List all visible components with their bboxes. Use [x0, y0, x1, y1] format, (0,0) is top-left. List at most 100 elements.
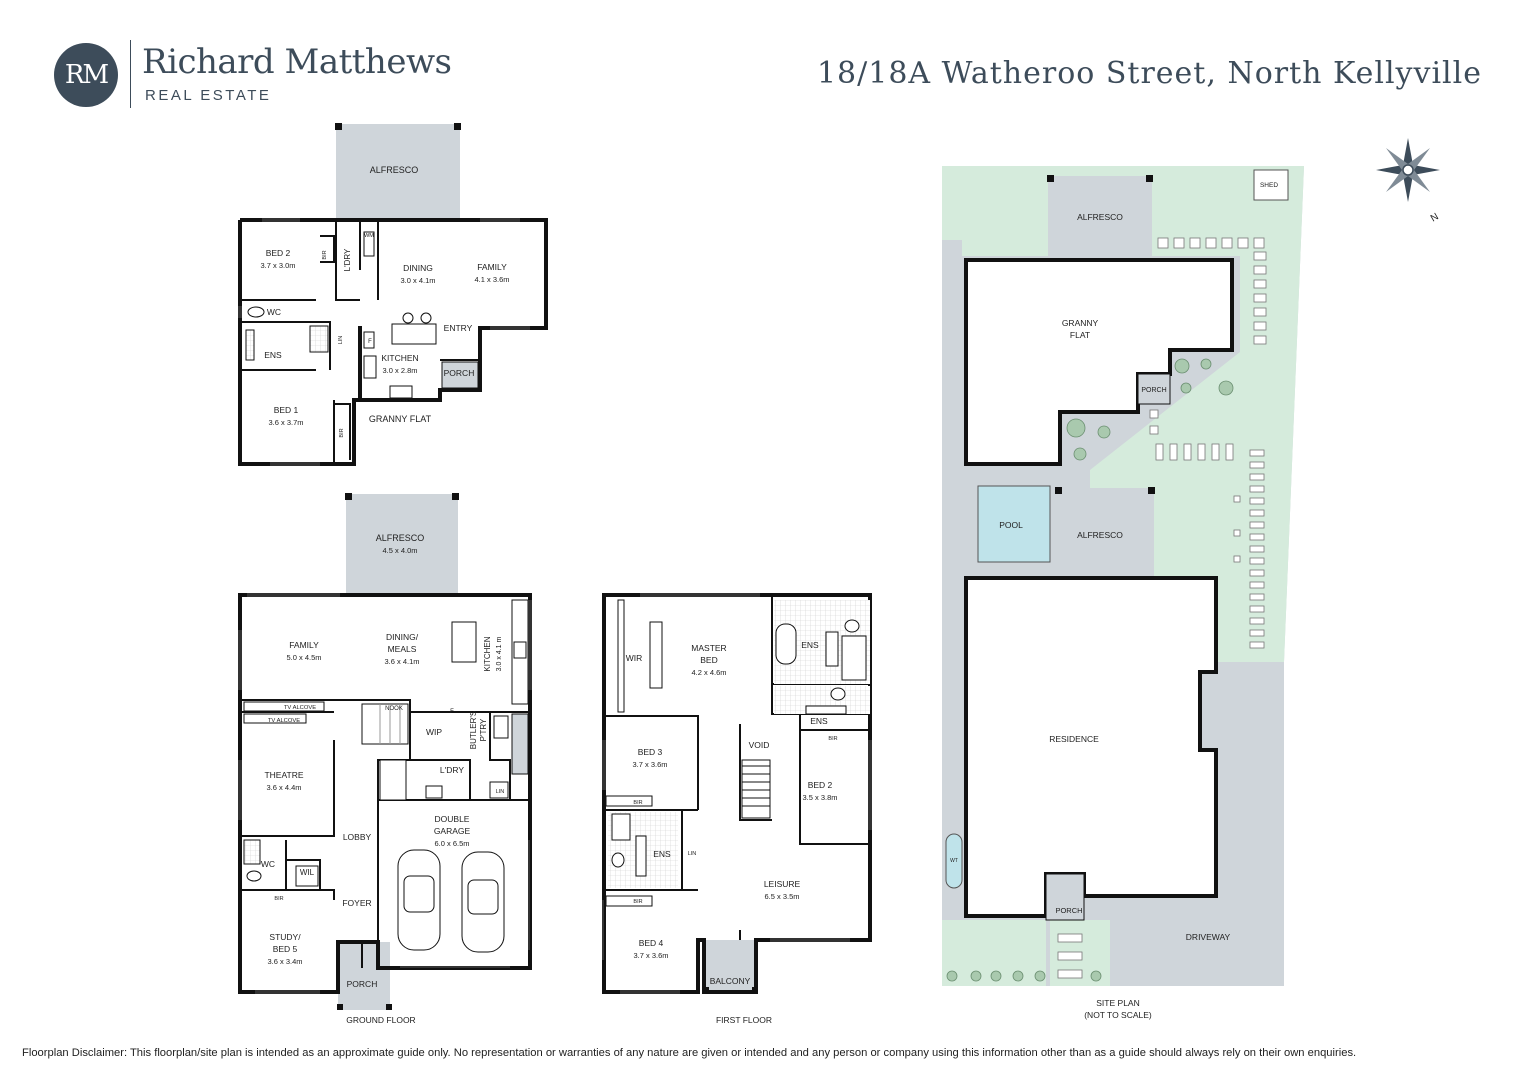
- site-residence-label: RESIDENCE: [1049, 734, 1099, 744]
- gf-windows: [238, 218, 530, 466]
- gf-entry-label: ENTRY: [444, 323, 473, 333]
- gf-caption: GRANNY FLAT: [369, 414, 432, 424]
- gf-ens-label: ENS: [264, 350, 282, 360]
- f-balcony-label: BALCONY: [710, 976, 751, 986]
- gf-bir-label: BIR: [322, 250, 328, 259]
- f-walls: [602, 593, 872, 994]
- f-ens3-label: ENS: [653, 849, 671, 859]
- compass-icon: [1376, 138, 1440, 202]
- f-windows: [602, 593, 872, 994]
- gf-lin-label: LIN: [338, 336, 344, 345]
- site-porch-label: PORCH: [1141, 387, 1166, 394]
- g-porch-area: [338, 942, 390, 1010]
- gf-family-label: FAMILY: [477, 262, 507, 272]
- f-bir3-label: BIR: [633, 899, 642, 905]
- gf-bed1-label: BED 1: [274, 405, 299, 415]
- g-ldry-label: L'DRY: [440, 765, 464, 775]
- f-master-label-2: BED: [700, 655, 717, 665]
- f-lin-label: LIN: [688, 851, 697, 857]
- gf-ldry-label: L'DRY: [343, 248, 352, 271]
- g-fixtures: [243, 599, 529, 953]
- f-bed3-label: BED 3: [638, 747, 663, 757]
- g-wc-label: WC: [261, 859, 275, 869]
- g-fridge-label: F: [450, 709, 454, 715]
- site-porch2-label: PORCH: [1055, 906, 1082, 915]
- g-ptry-label: P'TRY: [479, 718, 488, 741]
- g-tv-alcove-2: TV ALCOVE: [268, 718, 300, 724]
- gf-kitchen-label: KITCHEN: [381, 353, 418, 363]
- f-leisure-size: 6.5 x 3.5m: [764, 892, 799, 901]
- site-alfresco: [1056, 488, 1154, 576]
- site-water-tank: [945, 833, 963, 889]
- site-alfresco-top: [1048, 176, 1152, 256]
- g-nook-label: NOOK: [385, 706, 403, 712]
- gf-kitchen-size: 3.0 x 2.8m: [382, 366, 417, 375]
- granny-flat-plan: ALFRESCO: [238, 123, 548, 466]
- g-study-size: 3.6 x 3.4m: [267, 957, 302, 966]
- gf-fridge-label: F: [368, 339, 372, 345]
- g-garage-label-2: GARAGE: [434, 826, 471, 836]
- f-balcony-area: [704, 940, 756, 992]
- g-family-size: 5.0 x 4.5m: [286, 653, 321, 662]
- gf-dining-label: DINING: [403, 263, 433, 273]
- floorplan-disclaimer: Floorplan Disclaimer: This floorplan/sit…: [22, 1047, 1357, 1059]
- site-driveway-label: DRIVEWAY: [1186, 932, 1231, 942]
- site-granny-label: GRANNY: [1062, 318, 1099, 328]
- gf-walls: [238, 218, 548, 466]
- gf-wc-label: WC: [267, 307, 281, 317]
- site-alfresco-label: ALFRESCO: [1077, 530, 1123, 540]
- site-alfresco-top-label: ALFRESCO: [1077, 212, 1123, 222]
- site-residence: [964, 576, 1218, 918]
- first-floor-plan: WIR MASTER BED 4.2 x 4.6m ENS ENS VOID B…: [602, 593, 872, 1025]
- f-ens2-label: ENS: [810, 716, 828, 726]
- gf-alfresco-label: ALFRESCO: [370, 165, 419, 175]
- g-dining-size: 3.6 x 4.1m: [384, 657, 419, 666]
- g-foyer-label: FOYER: [342, 898, 371, 908]
- site-plants: [946, 358, 1234, 982]
- north-label: N: [1429, 211, 1441, 224]
- site-plan: SHED ALFRESCO GRANNY FLAT PORCH POOL ALF…: [942, 138, 1441, 1020]
- g-kitchen-label: KITCHEN: [483, 636, 492, 671]
- g-bir-label: BIR: [274, 896, 283, 902]
- g-bed5-label: BED 5: [273, 944, 298, 954]
- g-porch-label: PORCH: [347, 979, 378, 989]
- f-caption: FIRST FLOOR: [716, 1015, 772, 1025]
- gf-bed1-size: 3.6 x 3.7m: [268, 418, 303, 427]
- f-void-label: VOID: [749, 740, 770, 750]
- g-study-label: STUDY/: [269, 932, 301, 942]
- gf-bed2-label: BED 2: [266, 248, 291, 258]
- site-shed-label: SHED: [1260, 182, 1278, 189]
- g-wip-label: WIP: [426, 727, 442, 737]
- gf-porch-label: PORCH: [444, 368, 475, 378]
- g-lin-label: LIN: [496, 789, 505, 795]
- logo-initials: RM: [64, 60, 109, 90]
- f-bed2-label: BED 2: [808, 780, 833, 790]
- g-kitchen-size: 3.0 x 4.1 m: [496, 637, 503, 672]
- gf-bir2-label: BIR: [339, 428, 345, 437]
- gf-bed2-size: 3.7 x 3.0m: [260, 261, 295, 270]
- site-caption: SITE PLAN: [1096, 998, 1139, 1008]
- brand-logo[interactable]: RM: [54, 43, 118, 107]
- site-garden-top: [942, 166, 1304, 662]
- f-leisure-label: LEISURE: [764, 879, 801, 889]
- g-caption: GROUND FLOOR: [346, 1015, 415, 1025]
- f-bed3-size: 3.7 x 3.6m: [632, 760, 667, 769]
- f-bed2-size: 3.5 x 3.8m: [802, 793, 837, 802]
- g-inner-walls: [240, 699, 530, 968]
- g-theatre-size: 3.6 x 4.4m: [266, 783, 301, 792]
- g-garage-size: 6.0 x 6.5m: [434, 839, 469, 848]
- f-bir-label: BIR: [828, 736, 837, 742]
- gf-inner-walls: [240, 220, 480, 464]
- g-butlers-label: BUTLER'S: [469, 711, 478, 749]
- g-tv-alcove-1: TV ALCOVE: [284, 705, 316, 711]
- f-ens-label: ENS: [801, 640, 819, 650]
- g-alfresco-area: [346, 494, 458, 594]
- site-pool-label: POOL: [999, 520, 1023, 530]
- header: RM Richard Matthews REAL ESTATE 18/18A W…: [0, 0, 1528, 120]
- site-caption-2: (NOT TO SCALE): [1084, 1010, 1152, 1020]
- g-lobby-label: LOBBY: [343, 832, 372, 842]
- property-address: 18/18A Watheroo Street, North Kellyville: [816, 56, 1482, 91]
- ground-floor-plan: ALFRESCO 4.5 x 4.0m: [238, 493, 532, 1025]
- site-pavers: [1057, 237, 1267, 979]
- logo-divider: [130, 40, 131, 108]
